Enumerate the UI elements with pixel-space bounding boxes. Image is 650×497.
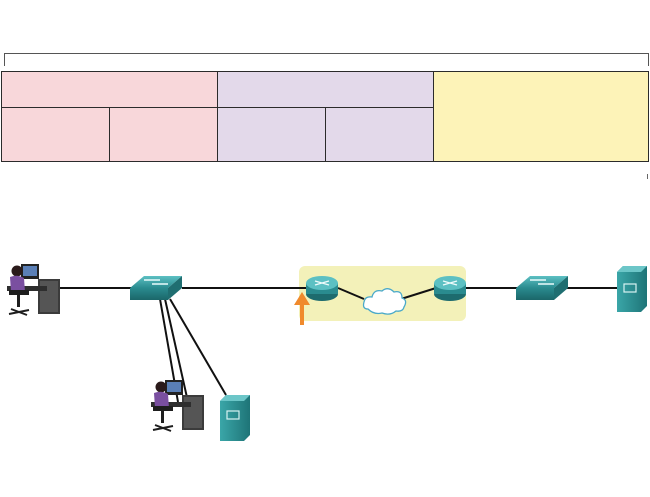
header-bracket (4, 53, 649, 66)
server-icon (220, 395, 250, 441)
switch-icon (516, 276, 568, 300)
table-cell-lilac-left (217, 107, 326, 162)
edge-tick (647, 174, 648, 179)
router-icon (306, 276, 338, 301)
table-cell-pink-top (1, 71, 218, 108)
table-cell-lilac-top (217, 71, 434, 108)
server-icon (617, 266, 647, 312)
workstation-icon (7, 264, 60, 316)
router-icon (434, 276, 466, 301)
cloud-icon (362, 288, 407, 315)
link-router-cloud (337, 287, 365, 300)
switch-icon (130, 276, 182, 300)
link-switch-server-bottom (169, 298, 227, 396)
table-cell-lilac-right (325, 107, 434, 162)
link-switch-pc-bottom-b (164, 298, 189, 403)
link-cloud-router (400, 287, 437, 300)
workstation-icon (151, 380, 204, 432)
up-arrow-icon (294, 292, 310, 325)
links (50, 287, 618, 403)
